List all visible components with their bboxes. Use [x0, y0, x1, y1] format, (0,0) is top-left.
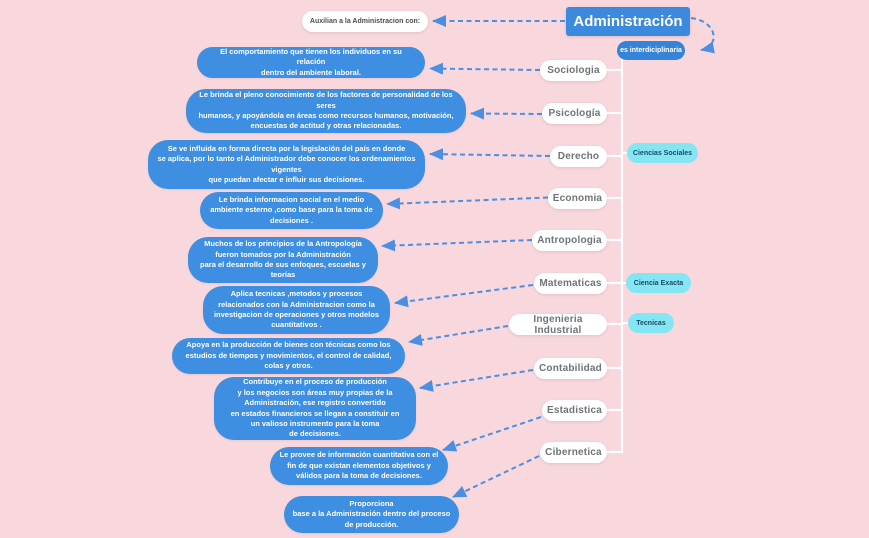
arrow-derecho: [429, 148, 551, 161]
arrow-psicologia: [470, 107, 543, 120]
aux-note[interactable]: Auxilian a la Administracion con:: [302, 11, 428, 32]
description-bubble-antropologia[interactable]: Muchos de los principios de la Antropolo…: [188, 237, 378, 283]
arrow-economia: [386, 196, 549, 210]
description-bubble-economia[interactable]: Le brinda informacion social en el medio…: [200, 192, 383, 229]
discipline-node-antropologia[interactable]: Antropologia: [532, 230, 607, 251]
tree-lines: [607, 58, 629, 454]
discipline-node-matematicas[interactable]: Matematicas: [534, 273, 607, 294]
category-badge-ciencias-sociales[interactable]: Ciencias Sociales: [627, 143, 698, 163]
description-bubble-psicologia[interactable]: Le brinda el pleno conocimiento de los f…: [186, 89, 466, 133]
discipline-node-economia[interactable]: Economia: [548, 188, 607, 209]
arrow-matematicas: [394, 284, 534, 308]
description-bubble-contabilidad[interactable]: Contribuye en el proceso de producción y…: [214, 377, 416, 440]
description-bubble-cibernetica[interactable]: Proporciona base a la Administración den…: [284, 496, 459, 533]
description-bubble-ingenieria-industrial[interactable]: Apoya en la producción de bienes con téc…: [172, 338, 405, 374]
arrow-cibernetica: [452, 455, 540, 498]
root-node[interactable]: Administración: [566, 7, 690, 36]
arrow-ingenieria: [408, 325, 509, 346]
discipline-node-sociologia[interactable]: Sociologia: [540, 60, 607, 81]
discipline-node-contabilidad[interactable]: Contabilidad: [534, 358, 607, 379]
discipline-node-psicologia[interactable]: Psicología: [542, 103, 607, 124]
discipline-node-derecho[interactable]: Derecho: [550, 146, 607, 167]
arrow-estadistica: [442, 416, 542, 452]
description-bubble-estadistica[interactable]: Le provee de información cuantitativa co…: [270, 447, 448, 485]
description-bubble-derecho[interactable]: Se ve influida en forma directa por la l…: [148, 140, 425, 189]
arrow-contabilidad: [419, 369, 534, 392]
category-badge-tecnicas[interactable]: Tecnicas: [628, 313, 674, 333]
arrow-root-to-interdisciplinary: [690, 17, 715, 54]
arrow-antropologia: [381, 239, 533, 252]
category-badge-ciencia-exacta[interactable]: Ciencia Exacta: [626, 273, 691, 293]
discipline-node-estadistica[interactable]: Estadistica: [542, 400, 607, 421]
discipline-node-ingenieria-industrial[interactable]: Ingenieria Industrial: [509, 314, 607, 336]
description-bubble-sociologia[interactable]: El comportamiento que tienen los individ…: [197, 47, 425, 78]
arrow-sociologia: [429, 62, 541, 75]
discipline-node-cibernetica[interactable]: Cibernetica: [540, 442, 607, 463]
interdisciplinary-badge[interactable]: es interdiciplinaria: [617, 41, 685, 60]
description-bubble-matematicas[interactable]: Aplica tecnicas ,metodos y procesos rela…: [203, 286, 390, 334]
